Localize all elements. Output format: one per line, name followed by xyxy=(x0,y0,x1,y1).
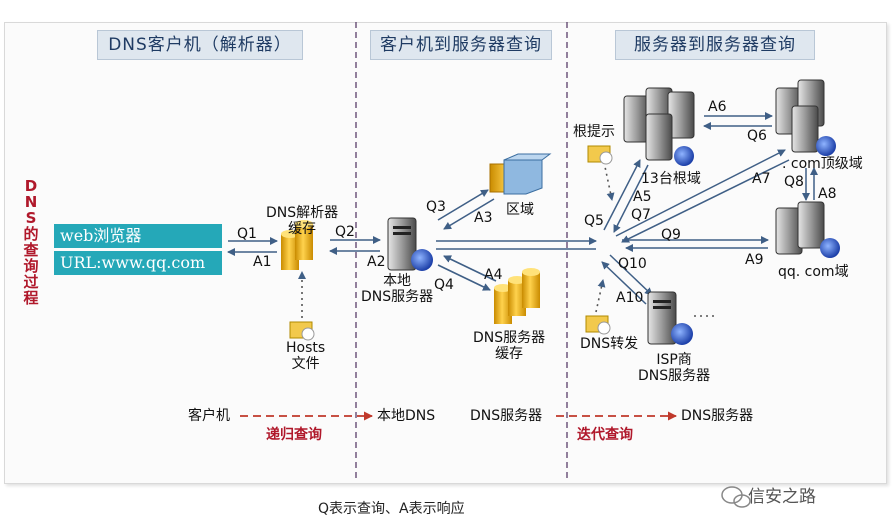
dns-forward-label: DNS转发 xyxy=(580,336,639,352)
bottom-dns-server-1: DNS服务器 xyxy=(470,408,543,424)
label-q7: Q7 xyxy=(631,207,651,223)
label-a4: A4 xyxy=(484,267,503,283)
label-a8: A8 xyxy=(818,186,837,202)
header-server-to-server: 服务器到服务器查询 xyxy=(615,30,815,60)
iterative-query-label: 迭代查询 xyxy=(577,427,633,443)
root-servers-label: 13台根域 xyxy=(641,171,701,187)
label-q5: Q5 xyxy=(584,213,604,229)
label-a6: A6 xyxy=(708,99,727,115)
label-q2: Q2 xyxy=(335,224,355,240)
label-a7: A7 xyxy=(752,171,771,187)
arrow-q3 xyxy=(437,189,489,221)
header-client-to-server: 客户机到服务器查询 xyxy=(370,30,552,60)
root-hints-file-icon xyxy=(587,145,613,165)
qq-domain-label: qq. com域 xyxy=(778,264,849,280)
label-q9: Q9 xyxy=(661,227,681,243)
arrow-q5 xyxy=(603,159,641,231)
bottom-client: 客户机 xyxy=(188,408,230,424)
isp-dns-label: ISP商 DNS服务器 xyxy=(638,352,711,384)
arrow-q7 xyxy=(615,149,786,237)
resolver-cache-label: DNS解析器 缓存 xyxy=(266,205,339,237)
arrow-a3 xyxy=(443,198,495,230)
hosts-file-icon xyxy=(289,321,315,341)
label-a5: A5 xyxy=(633,189,652,205)
hosts-file-label: Hosts 文件 xyxy=(286,340,326,372)
arrow-a4 xyxy=(443,255,497,282)
label-a2: A2 xyxy=(367,254,386,270)
dns-forward-file-icon xyxy=(585,315,611,335)
local-dns-label: 本地 DNS服务器 xyxy=(361,273,434,305)
browser-title-bar: web浏览器 xyxy=(54,224,222,248)
zone-label: 区域 xyxy=(506,202,534,218)
watermark: 信安之路 xyxy=(748,487,816,507)
label-a3: A3 xyxy=(474,210,493,226)
arrow-a7 xyxy=(621,159,790,243)
arrow-q10 xyxy=(609,254,653,296)
arrow-a10 xyxy=(601,261,647,305)
label-q10: Q10 xyxy=(618,256,647,272)
root-server-icon xyxy=(623,87,695,166)
browser-url-bar: URL:www.qq.com xyxy=(54,251,222,275)
wechat-icon xyxy=(721,486,751,508)
header-resolver: DNS客户机（解析器） xyxy=(97,30,303,60)
label-a10: A10 xyxy=(616,290,644,306)
label-q1: Q1 xyxy=(237,226,257,242)
qq-domain-server-icon xyxy=(775,201,840,258)
local-dns-server-icon xyxy=(387,217,433,271)
legend-caption: Q表示查询、A表示响应 xyxy=(318,501,465,517)
label-a9: A9 xyxy=(745,252,764,268)
recursive-query-label: 递归查询 xyxy=(266,427,322,443)
label-q3: Q3 xyxy=(426,199,446,215)
zone-icon xyxy=(489,153,552,195)
bottom-dns-server-2: DNS服务器 xyxy=(681,408,754,424)
resolver-cache-icon xyxy=(281,220,313,270)
arrow-a5 xyxy=(613,164,649,233)
label-q4: Q4 xyxy=(434,277,454,293)
side-title: DNS的查询过程 xyxy=(23,177,39,307)
label-q8: Q8 xyxy=(784,174,804,190)
root-hints-label: 根提示 xyxy=(573,124,615,140)
roothint-connector xyxy=(603,161,615,201)
dns-server-cache-label: DNS服务器 缓存 xyxy=(473,330,546,362)
com-tld-label: . com顶级域 xyxy=(782,156,863,172)
bottom-local-dns: 本地DNS xyxy=(377,408,436,424)
label-a1: A1 xyxy=(253,254,272,270)
arrow-q4 xyxy=(437,264,491,291)
label-q6: Q6 xyxy=(747,128,767,144)
forward-connector xyxy=(595,279,606,313)
com-tld-server-icon xyxy=(775,79,836,156)
isp-dns-server-icon xyxy=(647,291,693,345)
dns-server-cache-icon xyxy=(494,268,540,324)
